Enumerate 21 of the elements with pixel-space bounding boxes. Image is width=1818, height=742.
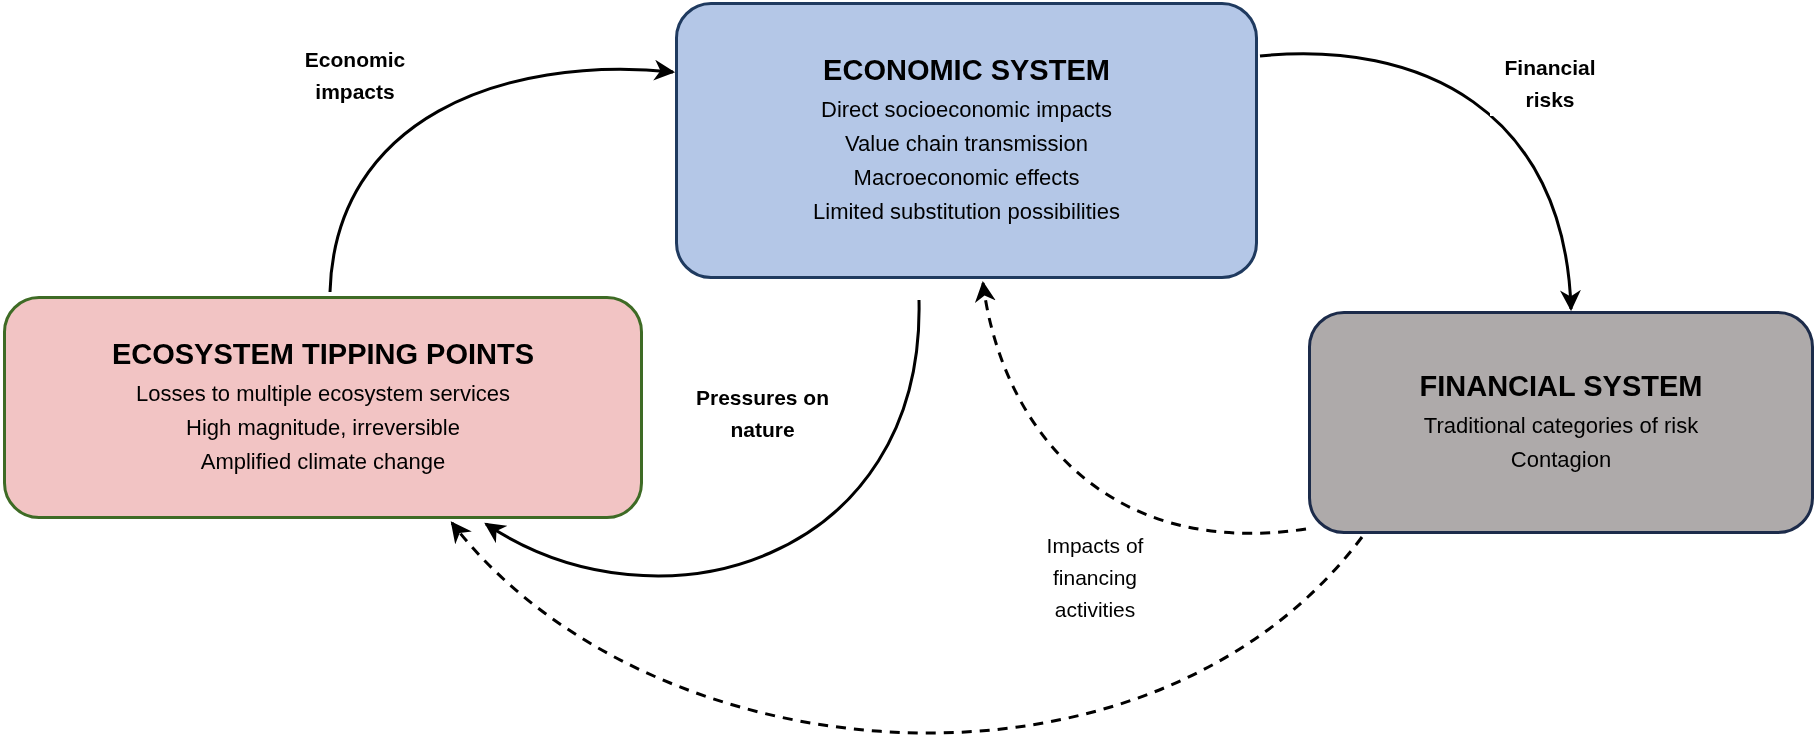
box-description: Amplified climate change <box>200 447 446 476</box>
box-description: Traditional categories of risk <box>1423 411 1699 440</box>
arrow <box>484 299 921 577</box>
box-description: Macroeconomic effects <box>853 163 1080 192</box>
box-description: Value chain transmission <box>845 129 1088 158</box>
annotation-text: Impacts of financing activities <box>1045 533 1145 623</box>
box-heading: FINANCIAL SYSTEM <box>1419 369 1703 405</box>
arrow <box>328 60 676 293</box>
box-heading: ECONOMIC SYSTEM <box>823 53 1110 89</box>
box-description: Losses to multiple ecosystem services <box>135 379 511 408</box>
box-heading: ECOSYSTEM TIPPING POINTS <box>111 337 535 373</box>
arrow <box>450 521 1364 734</box>
box-description: Limited substitution possibilities <box>813 197 1120 226</box>
system-box <box>1308 311 1814 534</box>
box-description: Contagion <box>1510 445 1612 474</box>
arrow <box>1259 52 1580 312</box>
arrow <box>975 280 1307 535</box>
box-description: High magnitude, irreversible <box>186 413 460 442</box>
box-description: Direct socioeconomic impacts <box>821 95 1112 124</box>
system-box <box>675 2 1258 279</box>
system-box <box>3 296 643 519</box>
